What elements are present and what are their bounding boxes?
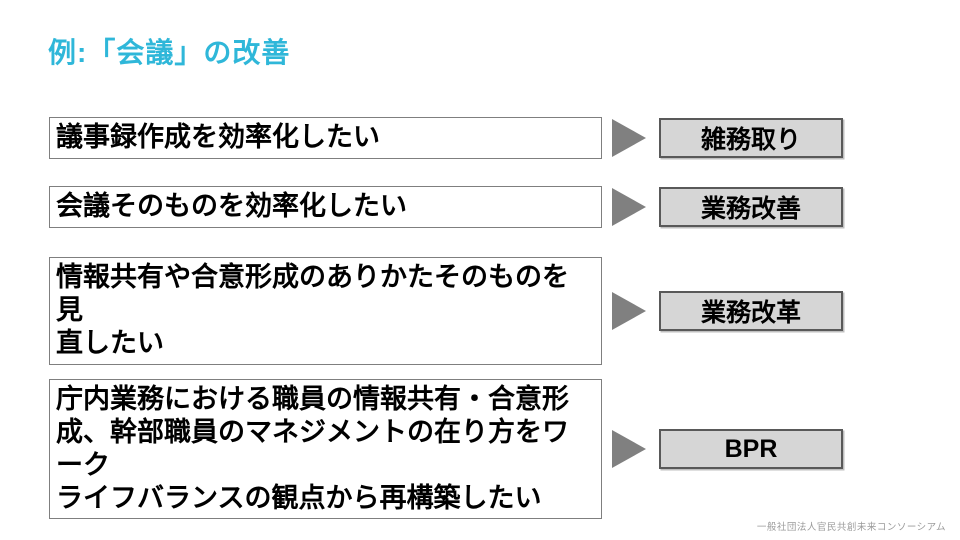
need-box-2: 会議そのものを効率化したい bbox=[49, 185, 602, 228]
need-box-4: 庁内業務における職員の情報共有・合意形 成、幹部職員のマネジメントの在り方をワー… bbox=[49, 378, 602, 520]
need-box-1: 議事録作成を効率化したい bbox=[49, 117, 602, 159]
arrow-right-icon bbox=[612, 430, 646, 469]
category-box-1: 雑務取り bbox=[659, 117, 843, 158]
category-box-2: 業務改善 bbox=[659, 186, 843, 227]
mapping-row-3: 情報共有や合意形成のありかたそのものを見 直したい 業務改革 bbox=[49, 256, 929, 365]
mapping-row-4: 庁内業務における職員の情報共有・合意形 成、幹部職員のマネジメントの在り方をワー… bbox=[49, 378, 929, 520]
mapping-row-2: 会議そのものを効率化したい 業務改善 bbox=[49, 185, 929, 228]
mapping-row-1: 議事録作成を効率化したい 雑務取り bbox=[49, 117, 929, 159]
arrow-right-icon bbox=[612, 118, 646, 157]
arrow-right-icon bbox=[612, 291, 646, 330]
mapping-rows: 議事録作成を効率化したい 雑務取り 会議そのものを効率化したい 業務改善 情報共… bbox=[49, 117, 929, 520]
category-box-3: 業務改革 bbox=[659, 290, 843, 331]
footer-credit: 一般社団法人官民共創未来コンソーシアム bbox=[756, 522, 946, 533]
category-box-4: BPR bbox=[659, 429, 843, 470]
arrow-right-icon bbox=[612, 187, 646, 226]
need-box-3: 情報共有や合意形成のありかたそのものを見 直したい bbox=[49, 256, 602, 365]
slide-title: 例:「会議」の改善 bbox=[48, 37, 291, 68]
